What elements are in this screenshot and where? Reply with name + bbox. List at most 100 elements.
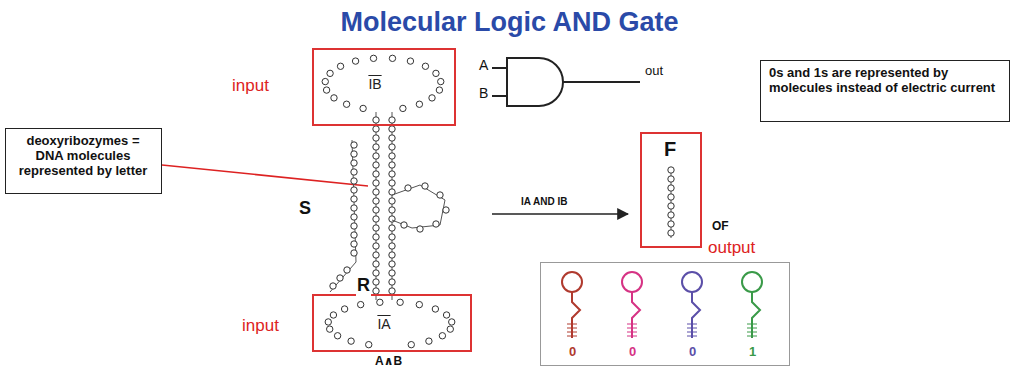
nucleotide (447, 326, 453, 332)
nucleotide (373, 270, 379, 276)
nucleotide (389, 270, 395, 276)
nucleotide (397, 299, 403, 305)
signal-name: out (644, 64, 664, 78)
nucleotide (322, 78, 328, 84)
nucleotide (343, 101, 349, 107)
input-symbol: IA (377, 316, 390, 332)
nucleotide (360, 105, 366, 111)
nucleotide (389, 55, 395, 61)
nucleotide (416, 301, 422, 307)
nucleotide (408, 341, 414, 347)
nucleotide (389, 135, 395, 141)
nucleotide (366, 341, 372, 347)
nucleotide (351, 169, 357, 175)
nucleotide (668, 230, 674, 236)
state-value: 0 (629, 345, 636, 360)
nucleotide (330, 312, 336, 318)
nucleotide (438, 78, 444, 84)
nucleotide (373, 225, 379, 231)
input-symbol: IB (368, 76, 381, 92)
nucleotide (377, 299, 383, 305)
nucleotide (373, 144, 379, 150)
nucleotide (436, 87, 442, 93)
nucleotide (668, 185, 674, 191)
nucleotide (439, 333, 445, 339)
nucleotide (351, 241, 357, 247)
nucleotide (405, 185, 411, 191)
nucleotide (373, 171, 379, 177)
nucleotide (443, 312, 449, 318)
nucleotide (389, 279, 395, 285)
nucleotide (351, 223, 357, 229)
nucleotide (389, 162, 395, 168)
nucleotide (373, 252, 379, 258)
nucleotide (373, 153, 379, 159)
nucleotide (373, 180, 379, 186)
nucleotide (351, 151, 357, 157)
strand-backbone (392, 185, 445, 228)
reaction-label: IA AND IB (520, 196, 568, 207)
signal-name: A (478, 58, 489, 73)
state-value: 0 (569, 345, 576, 360)
nucleotide (437, 192, 443, 198)
nucleotide (373, 117, 379, 123)
signal-name: B (478, 86, 489, 101)
note-text: 0s and 1s are represented by molecules i… (769, 66, 1000, 96)
nucleotide (337, 63, 343, 69)
nucleotide (370, 55, 376, 61)
nucleotide (417, 226, 423, 232)
nucleotide (351, 232, 357, 238)
nucleotide (389, 243, 395, 249)
nucleotide (433, 70, 439, 76)
callout-text: deoxyribozymes = DNA molecules represent… (12, 134, 154, 179)
nucleotide (389, 144, 395, 150)
nucleotide (373, 234, 379, 240)
nucleotide (373, 216, 379, 222)
nucleotide (325, 319, 331, 325)
nucleotide (429, 95, 435, 101)
nucleotide (351, 214, 357, 220)
nucleotide (373, 135, 379, 141)
nucleotide (352, 58, 358, 64)
nucleotide (330, 283, 336, 289)
nucleotide (433, 221, 439, 227)
hairpin-icons (562, 272, 762, 338)
input-label: input (242, 316, 279, 336)
nucleotide (422, 183, 428, 189)
nucleotide (373, 162, 379, 168)
nucleotide (449, 319, 455, 325)
nucleotide (389, 207, 395, 213)
nucleotide (422, 63, 428, 69)
nucleotide (331, 95, 337, 101)
nucleotide (351, 160, 357, 166)
nucleotide (668, 221, 674, 227)
nucleotide (327, 326, 333, 332)
nucleotide (432, 306, 438, 312)
nucleotide (389, 198, 395, 204)
nucleotide (351, 142, 357, 148)
nucleotide (389, 117, 395, 123)
strand-letter: R (356, 276, 371, 296)
strand-letter: F (664, 138, 676, 161)
nucleotide (389, 171, 395, 177)
nucleotide (416, 101, 422, 107)
nucleotide (668, 176, 674, 182)
diagram-title: Molecular Logic AND Gate (0, 8, 1019, 38)
strand-letter: S (298, 199, 312, 219)
nucleotide (668, 194, 674, 200)
nucleotide (373, 189, 379, 195)
callout-box: deoxyribozymes = DNA molecules represent… (5, 128, 162, 194)
input-box: inputIA (312, 294, 472, 352)
nucleotide (389, 225, 395, 231)
nucleotide (443, 207, 449, 213)
nucleotide (327, 70, 333, 76)
nucleotide (668, 203, 674, 209)
nucleotide (389, 252, 395, 258)
and-gate-symbol (492, 58, 640, 106)
nucleotide (373, 243, 379, 249)
nucleotide (351, 178, 357, 184)
leader-line (162, 165, 368, 186)
nucleotide (351, 187, 357, 193)
nucleotide (373, 126, 379, 132)
